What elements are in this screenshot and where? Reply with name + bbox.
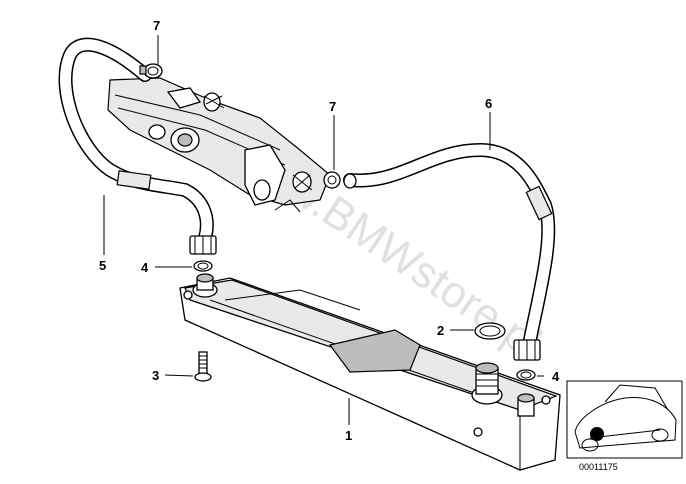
hose-clamp-upper [139,63,163,79]
oil-cooler [179,273,561,471]
hose-clamp-lower [323,171,357,189]
location-marker-icon [590,427,604,441]
seal-ring [474,322,506,340]
callout-2: 2 [437,323,444,338]
car-location-thumbnail [566,380,683,459]
callout-1: 1 [345,428,352,443]
callout-7-lower: 7 [329,99,336,114]
callout-4-right: 4 [552,369,560,384]
callout-7-upper: 7 [153,18,160,33]
oil-hose-right [343,142,556,361]
bolt [194,351,212,382]
washer-right [516,369,536,381]
callout-6: 6 [485,96,492,111]
thermostat-housing [107,77,331,213]
callout-5: 5 [99,258,106,273]
diagram-ref-number: 00011175 [579,462,618,472]
callout-4-left: 4 [141,260,149,275]
oil-hose-left [58,37,217,255]
callout-3: 3 [152,368,159,383]
washer-left [193,260,213,272]
leader-lines [103,35,544,425]
